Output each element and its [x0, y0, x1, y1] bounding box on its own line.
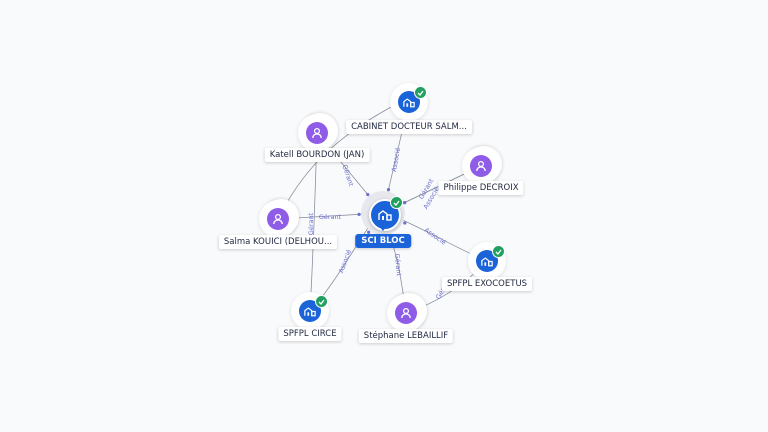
- edge-label: Gérant: [341, 164, 356, 188]
- edge-arrowhead: [403, 221, 407, 225]
- person-icon: [267, 208, 289, 230]
- pin-pointer: [379, 226, 387, 231]
- edge-label: Associé: [337, 248, 353, 274]
- edge-arrowhead: [386, 188, 391, 192]
- edge-label: Associé: [390, 147, 402, 173]
- edge-label: Gérant: [307, 212, 315, 235]
- person-icon: [306, 122, 328, 144]
- node-label: CABINET DOCTEUR SALM...: [346, 120, 472, 134]
- verified-check-icon: [390, 196, 403, 209]
- edge-label: Gérant: [319, 213, 342, 221]
- edge-label: Associé: [423, 226, 448, 247]
- edge-arrowhead: [357, 212, 361, 216]
- node-label: Katell BOURDON (JAN): [264, 148, 370, 162]
- node-label: SPFPL EXOCOETUS: [441, 277, 533, 291]
- edge-arrowhead: [367, 230, 371, 234]
- node-label: SPFPL CIRCE: [278, 327, 342, 341]
- verified-check-icon: [414, 86, 427, 99]
- edge-label: Gérant: [393, 253, 403, 276]
- node-label: SCI BLOC: [355, 234, 411, 248]
- person-icon: [470, 155, 492, 177]
- node-label: Salma KOUICI (DELHOU...: [218, 235, 338, 249]
- verified-check-icon: [315, 295, 328, 308]
- node-label: Stéphane LEBAILLIF: [358, 329, 454, 343]
- node-label: Philippe DECROIX: [438, 181, 524, 195]
- person-icon: [395, 302, 417, 324]
- verified-check-icon: [492, 245, 505, 258]
- edge-arrowhead: [403, 201, 407, 205]
